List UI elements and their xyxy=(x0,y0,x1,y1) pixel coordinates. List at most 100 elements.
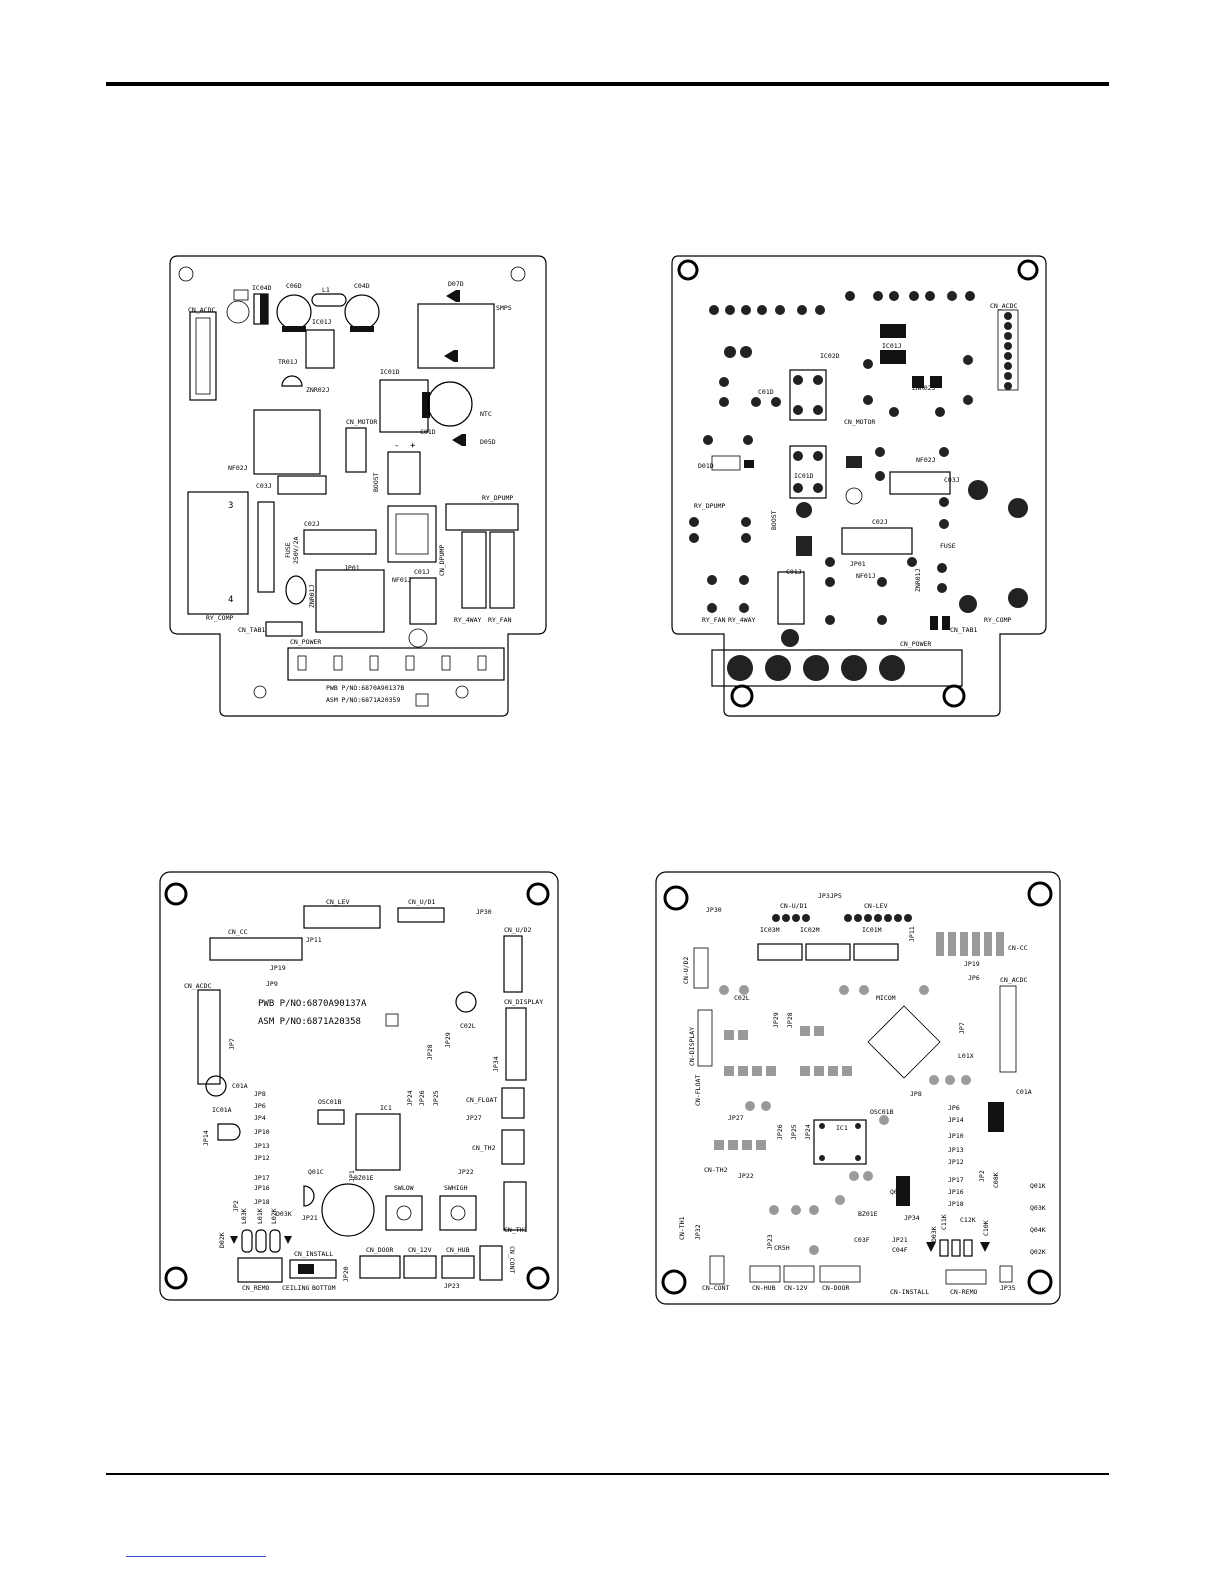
jp17-solder-label: JP17 xyxy=(948,1176,964,1184)
inductor-row xyxy=(230,1229,292,1253)
cn-cc-label: CN_CC xyxy=(228,928,248,936)
ceiling-label: CEILING xyxy=(282,1284,309,1292)
cn-u-d1-solder-label: CN-U/D1 xyxy=(780,902,807,910)
jp26-solder-label: JP26 xyxy=(776,1124,784,1140)
ry-fan-solder-label: RY_FAN xyxy=(702,616,726,624)
cn-12v-solder-label: CN-12V xyxy=(784,1284,808,1292)
jp3-solder-label: JP3 xyxy=(818,892,830,900)
ic1-label: IC1 xyxy=(380,1104,392,1112)
cn-acdc-main-solder-label: CN_ACDC xyxy=(1000,976,1027,984)
c10k-label: C10K xyxy=(982,1220,990,1236)
c01a-label: C01A xyxy=(232,1082,248,1090)
l1-label: L1 xyxy=(322,286,330,294)
pad-grid-left xyxy=(714,1026,852,1150)
jp14-label: JP14 xyxy=(202,1130,210,1146)
main-board-top-view: CN_LEV CN_U/D1 JP30 CN_U/D2 CN_CC JP11 J… xyxy=(158,870,562,1302)
cn-power-pins xyxy=(297,655,487,671)
c02j-label: C02J xyxy=(304,520,320,528)
jp29-label: JP29 xyxy=(444,1032,452,1048)
cn-tab1-label: CN_TAB1 xyxy=(238,626,265,634)
jp10-label: JP10 xyxy=(254,1128,270,1136)
jp16-label: JP16 xyxy=(254,1184,270,1192)
d07d-label: D07D xyxy=(448,280,464,288)
cn-power-solder-label: CN_POWER xyxy=(900,640,931,648)
nf02j-solder-label: NF02J xyxy=(916,456,936,464)
q04k-label: Q04K xyxy=(1030,1226,1046,1234)
ic01j-label: IC01J xyxy=(312,318,332,326)
ry-comp-label: RY_COMP xyxy=(206,614,233,622)
c06d-label: C06D xyxy=(286,282,302,290)
c03j-label: C03J xyxy=(256,482,272,490)
d05d-label: D05D xyxy=(480,438,496,446)
d02k-label: D02K xyxy=(218,1232,226,1248)
jp13-solder-label: JP13 xyxy=(948,1146,964,1154)
cn-install-label: CN_INSTALL xyxy=(294,1250,333,1258)
jp26-label: JP26 xyxy=(418,1090,426,1106)
cn-door-label: CN_DOOR xyxy=(366,1246,393,1254)
q02k-label: Q02K xyxy=(1030,1248,1046,1256)
jp35-solder-label: JP35 xyxy=(1000,1284,1016,1292)
cn-install-solder-label: CN-INSTALL xyxy=(890,1288,929,1296)
l01x-label: L01X xyxy=(958,1052,974,1060)
jp10-solder-label: JP10 xyxy=(948,1132,964,1140)
d03k-label: D03K xyxy=(276,1210,292,1218)
cn-hub-label: CN_HUB xyxy=(446,1246,470,1254)
jp11-solder-label: JP11 xyxy=(908,926,916,942)
num3-label: 3 xyxy=(228,501,233,511)
l01k-label: L01K xyxy=(256,1208,264,1224)
footnote-link-underline xyxy=(126,1556,266,1557)
jp23-solder-label: JP23 xyxy=(766,1234,774,1250)
ry-dpump-label: RY_DPUMP xyxy=(482,494,513,502)
cn-hub-solder-label: CN-HUB xyxy=(752,1284,776,1292)
boost-solder-label: BOOST xyxy=(770,510,778,530)
asm-part-number: ASM P/NO:6871A20359 xyxy=(326,696,400,704)
footer-rule xyxy=(106,1473,1109,1475)
smps-label: SMPS xyxy=(496,304,512,312)
cn-display-solder-label: CN-DISPLAY xyxy=(688,1027,696,1066)
cn-acdc-main-label: CN_ACDC xyxy=(184,982,211,990)
swlow-label: SWLOW xyxy=(394,1184,414,1192)
c01j-label: C01J xyxy=(414,568,430,576)
c08k-label: C08K xyxy=(992,1172,1000,1188)
bz01e-solder-label: BZ01E xyxy=(858,1210,878,1218)
jp22-solder-label: JP22 xyxy=(738,1172,754,1180)
jp27-label: JP27 xyxy=(466,1114,482,1122)
main-board-bottom-view: JP30 CN-U/D1 JP3 JP5 CN-LEV IC03M IC02M … xyxy=(654,870,1064,1306)
cn-u-d2-label: CN_U/D2 xyxy=(504,926,531,934)
fuse-label: FUSE xyxy=(284,542,292,558)
ic02d-label: IC02D xyxy=(820,352,840,360)
c01d-label: C01D xyxy=(420,428,436,436)
c02l-solder-label: C02L xyxy=(734,994,750,1002)
bz01e-label: BZ01E xyxy=(354,1174,374,1182)
cr5h-label: CR5H xyxy=(774,1244,790,1252)
d01d-label: D01D xyxy=(698,462,714,470)
ry-dpump-solder-label: RY_DPUMP xyxy=(694,502,725,510)
cn-remo-label: CN_REMO xyxy=(242,1284,269,1292)
cn-th1-solder-label: CN-TH1 xyxy=(678,1216,686,1240)
cn-th2-label: CN_TH2 xyxy=(472,1144,496,1152)
jp30-label: JP30 xyxy=(476,908,492,916)
minus-label: - xyxy=(394,441,399,451)
jp14-solder-label: JP14 xyxy=(948,1116,964,1124)
c11k-label: C11K xyxy=(940,1214,948,1230)
cn-th2-solder-label: CN-TH2 xyxy=(704,1166,728,1174)
d03k-solder-label: D03K xyxy=(930,1226,938,1242)
jp13-label: JP13 xyxy=(254,1142,270,1150)
nf01j-label: NF01J xyxy=(392,576,412,584)
c02l-label: C02L xyxy=(460,1022,476,1030)
znr01j-solder-label: ZNR01J xyxy=(914,568,922,592)
cn-cont-solder-label: CN-CONT xyxy=(702,1284,729,1292)
cn-tab1-solder-label: CN_TAB1 xyxy=(950,626,977,634)
znr01j-label: ZNR01J xyxy=(308,584,316,608)
jp21-label: JP21 xyxy=(302,1214,318,1222)
cn-u-d2-solder-label: CN-U/D2 xyxy=(682,957,690,984)
cn-door-solder-label: CN-DOOR xyxy=(822,1284,849,1292)
cn-12v-label: CN_12V xyxy=(408,1246,432,1254)
micom-label: MICOM xyxy=(876,994,896,1002)
jp34-solder-label: JP34 xyxy=(904,1214,920,1222)
c03j-solder-label: C03J xyxy=(944,476,960,484)
jp20-label: JP20 xyxy=(342,1266,350,1282)
jp25-solder-label: JP25 xyxy=(790,1124,798,1140)
jp34-label: JP34 xyxy=(492,1056,500,1072)
jp22-label: JP22 xyxy=(458,1168,474,1176)
